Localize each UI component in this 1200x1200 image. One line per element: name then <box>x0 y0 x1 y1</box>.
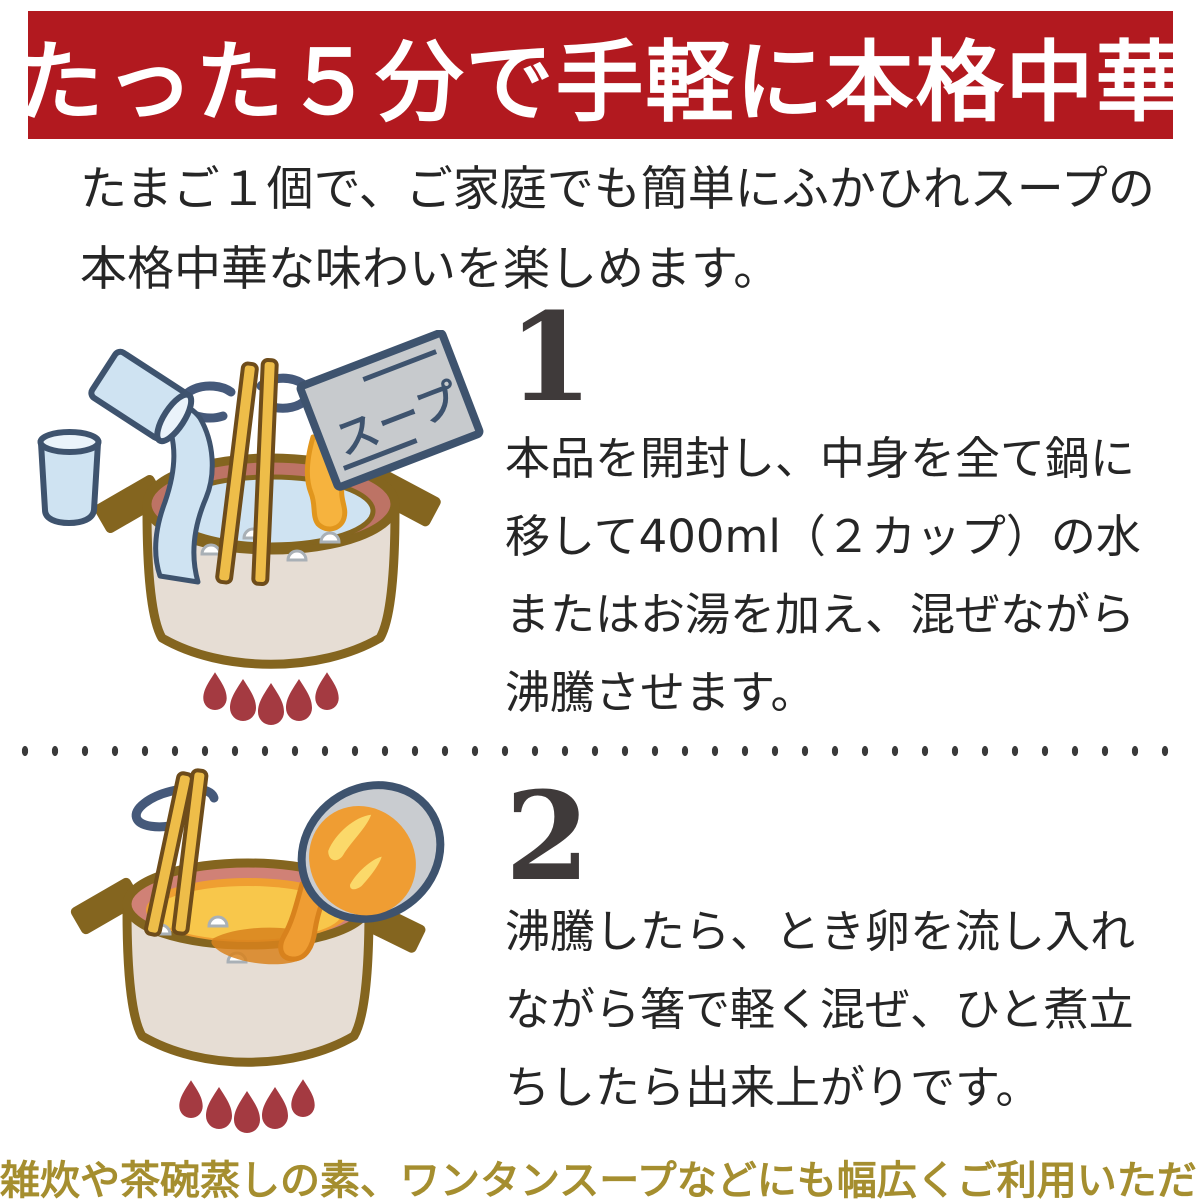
egg-bowl-icon <box>297 781 445 923</box>
step1-number: 1 <box>508 285 593 429</box>
step1-line-3: またはお湯を加え、混ぜながら <box>505 588 1136 641</box>
step1-line-1: 本品を開封し、中身を全て鍋に <box>505 432 1136 485</box>
step2-instruction: 沸騰したら、とき卵を流し入れ ながら箸で軽く混ぜ、ひと煮立 ちしたら出来上がりで… <box>505 893 1155 1127</box>
flames-icon <box>179 1079 315 1133</box>
intro-line-1: たまご１個で、ご家庭でも簡単にふかひれスープの <box>80 162 1155 217</box>
step2-number: 2 <box>505 764 590 908</box>
step2-line-3: ちしたら出来上がりです。 <box>505 1061 1041 1114</box>
step2-illustration <box>70 768 445 1133</box>
step1-instruction: 本品を開封し、中身を全て鍋に 移して400ml（２カップ）の水 またはお湯を加え… <box>505 420 1155 732</box>
step1-line-4: 沸騰させます。 <box>505 666 816 719</box>
dotted-divider <box>10 740 1190 762</box>
intro-paragraph: たまご１個で、ご家庭でも簡単にふかひれスープの 本格中華な味わいを楽しめます。 <box>80 150 1155 310</box>
step1-line-2: 移して400ml（２カップ）の水 <box>505 510 1141 563</box>
headline-banner: たった５分で手軽に本格中華 <box>16 11 1184 139</box>
flames-icon <box>203 672 339 725</box>
water-pour-icon <box>153 402 215 585</box>
step2-line-1: 沸騰したら、とき卵を流し入れ <box>505 905 1136 958</box>
measuring-cup-icon <box>88 348 195 445</box>
chopsticks-icon <box>144 768 209 937</box>
step2-line-2: ながら箸で軽く混ぜ、ひと煮立 <box>505 983 1134 1036</box>
chopsticks-icon <box>215 358 279 586</box>
water-glass-icon <box>37 429 102 527</box>
intro-line-2: 本格中華な味わいを楽しめます。 <box>80 242 781 297</box>
step1-illustration: スープ <box>37 330 484 725</box>
soup-packet-icon: スープ <box>296 330 484 491</box>
headline-text: たった５分で手軽に本格中華 <box>15 29 1186 134</box>
footer-text: 雑炊や茶碗蒸しの素、ワンタンスープなどにも幅広くご利用いただけます。 <box>0 1157 1200 1200</box>
footer-note: 雑炊や茶碗蒸しの素、ワンタンスープなどにも幅広くご利用いただけます。 <box>0 1148 1200 1200</box>
